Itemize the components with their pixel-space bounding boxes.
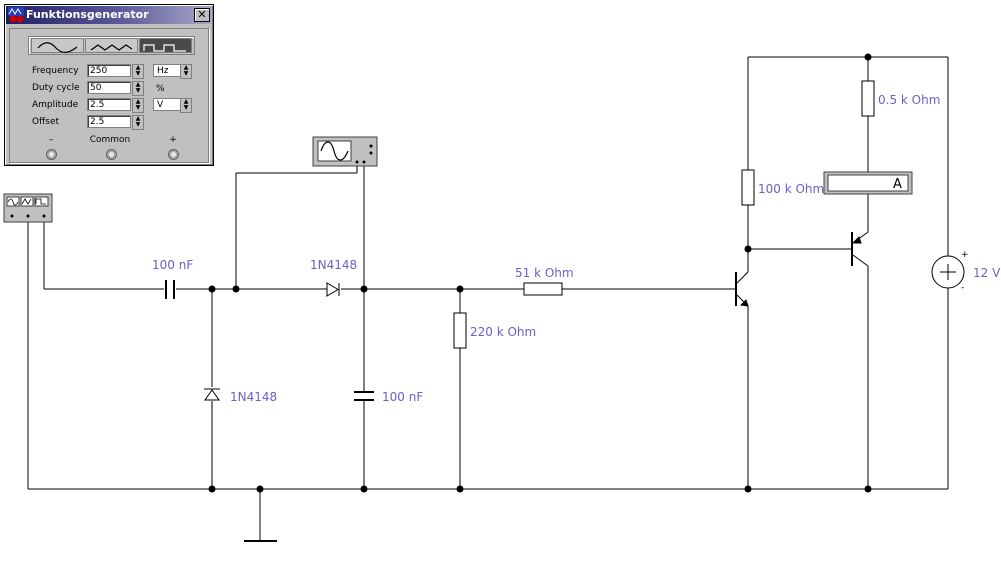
resistor-r4-label: 0.5 k Ohm [878,93,940,107]
sine-wave-icon [37,42,78,53]
resistor-r3-label: 100 k Ohm [758,182,824,196]
amplitude-unit-spinner[interactable]: ▲▼ [180,98,192,113]
diode-d1[interactable] [326,282,340,297]
offset-spinner[interactable]: ▲▼ [132,115,144,130]
junction-dots [208,53,872,493]
terminal-plus[interactable] [168,149,179,160]
amplitude-input[interactable]: 2.5 [87,98,131,111]
generator-panel: Frequency 250 ▲▼ Hz ▲▼ Duty cycle 50 ▲▼ … [9,28,209,163]
function-generator-instrument[interactable] [3,193,53,223]
duty-cycle-spinner[interactable]: ▲▼ [132,81,144,96]
frequency-label: Frequency [32,66,79,76]
capacitor-c2[interactable] [354,391,374,401]
sine-waveform-button[interactable] [31,38,84,53]
dialog-titlebar[interactable]: Funktionsgenerator ✕ [6,6,212,24]
duty-cycle-label: Duty cycle [32,83,80,93]
transistor-t2[interactable] [851,231,869,267]
square-waveform-button[interactable] [139,38,192,53]
resistor-r2[interactable] [523,282,563,296]
resistor-r3[interactable] [741,169,755,206]
triangle-wave-icon [21,198,32,205]
diode-d2[interactable] [204,388,220,401]
terminal-common-label: Common [89,135,131,145]
duty-cycle-unit: % [156,84,165,94]
frequency-unit-spinner[interactable]: ▲▼ [180,64,192,79]
resistor-r2-label: 51 k Ohm [515,266,574,280]
dc-voltage-source[interactable] [931,255,965,289]
app-icon [8,7,24,23]
supply-minus-sign: - [961,283,964,293]
diode-d1-label: 1N4148 [310,258,357,272]
terminal-plus-label: + [169,135,177,145]
ammeter-unit: A [893,177,902,192]
resistor-r4[interactable] [861,80,875,117]
ammeter[interactable] [823,171,913,195]
sine-wave-icon [320,141,349,161]
capacitor-c1-label: 100 nF [152,258,193,272]
offset-input[interactable]: 2.5 [87,115,131,128]
terminal-minus[interactable] [46,149,57,160]
sine-wave-icon [7,198,19,206]
triangle-wave-icon [90,44,133,51]
triangle-waveform-button[interactable] [85,38,138,53]
capacitor-c2-label: 100 nF [382,390,423,404]
resistor-r1-label: 220 k Ohm [470,325,536,339]
frequency-unit: Hz [157,66,169,76]
frequency-spinner[interactable]: ▲▼ [132,64,144,79]
close-button[interactable]: ✕ [194,8,210,22]
frequency-input[interactable]: 250 [87,64,131,77]
oscilloscope-instrument[interactable] [312,136,378,167]
amplitude-label: Amplitude [32,100,79,110]
transistor-t1[interactable] [732,271,749,307]
diode-d2-label: 1N4148 [230,390,277,404]
terminal-minus-label: – [48,135,54,145]
amplitude-spinner[interactable]: ▲▼ [132,98,144,113]
offset-label: Offset [32,117,60,127]
supply-voltage-label: 12 V [973,266,1001,280]
terminal-common[interactable] [106,149,117,160]
supply-plus-sign: + [961,250,969,260]
dialog-title: Funktionsgenerator [26,8,149,21]
capacitor-c1[interactable] [165,280,175,299]
duty-cycle-input[interactable]: 50 [87,81,131,94]
amplitude-unit: V [157,100,164,110]
square-wave-icon [35,198,46,205]
square-wave-icon [143,44,186,52]
wires [27,56,949,542]
resistor-r1[interactable] [453,312,467,349]
waveform-selector [28,36,195,55]
function-generator-dialog[interactable]: Funktionsgenerator ✕ Frequency 250 [4,4,214,166]
